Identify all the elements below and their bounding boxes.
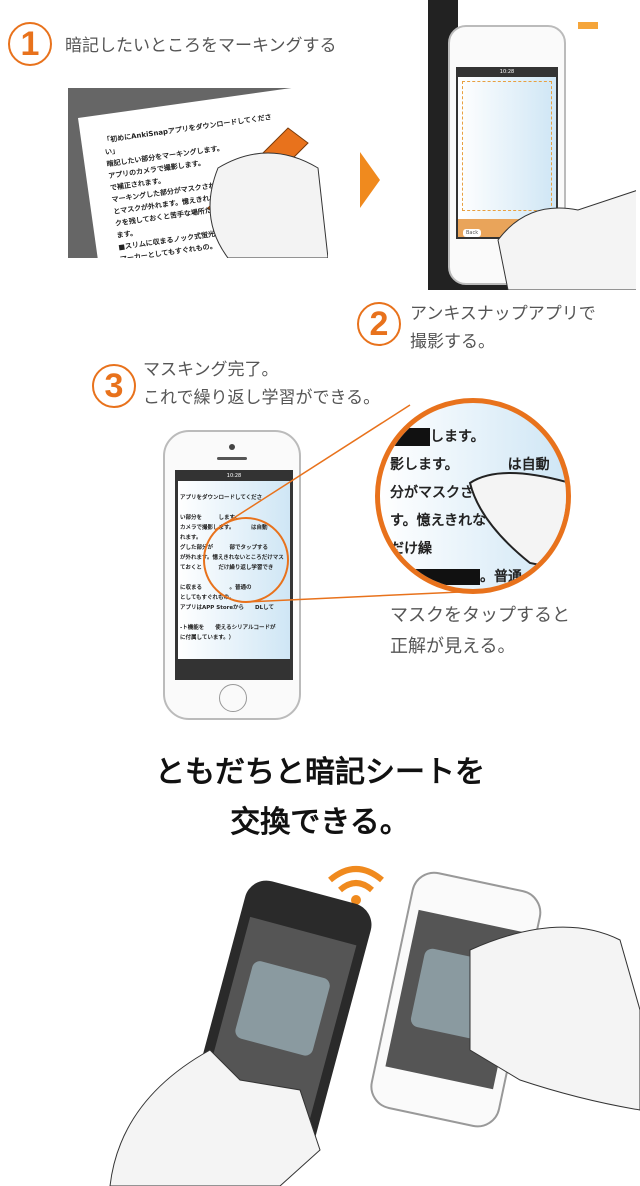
step-1-label: 暗記したいところをマーキングする [65, 36, 337, 56]
finger-icon [468, 472, 566, 572]
step-3-number: 3 [92, 364, 136, 408]
hand-with-marker-icon [207, 127, 328, 258]
screen-line: アプリをダウンロードしてくださ [180, 495, 263, 501]
phone-exchange-illustration [109, 866, 640, 1186]
screen-line: -ト機能を 使えるシリアルコードが [180, 625, 276, 631]
step-2-label: アンキスナップアプリで 撮影する。 [410, 300, 596, 356]
headline: ともだちと暗記シートを 交換できる。 [0, 748, 640, 848]
step-3-label: マスキング完了。 これで繰り返し学習ができる。 [143, 356, 380, 412]
caption-line: マスクをタップすると [390, 605, 570, 626]
status-bar-time: 10:28 [458, 69, 556, 77]
back-button[interactable]: Back [463, 229, 482, 237]
screen-line: グした部分が 部でタップする [180, 545, 269, 551]
step-3-line: マスキング完了。 [143, 360, 279, 380]
screen-line: アプリはAPP Storeから DLして [180, 605, 274, 611]
step-2-number: 2 [357, 302, 401, 346]
hand-icon [497, 190, 636, 290]
screen-line: に収まる 。普通の [180, 585, 252, 591]
headline-line: 交換できる。 [230, 805, 410, 840]
step-3-line: これで繰り返し学習ができる。 [143, 388, 381, 408]
tap-caption: マスクをタップすると 正解が見える。 [390, 600, 570, 662]
zoom-line: 分がマスクさ [390, 485, 474, 501]
caption-line: 正解が見える。 [390, 636, 516, 657]
step-1-number: 1 [8, 22, 52, 66]
screen-line: としてもすぐれもの。 [180, 595, 235, 601]
headline-line: ともだちと暗記シートを [155, 755, 485, 790]
screen-line: ておくと だけ繰り返し学習でき [180, 565, 274, 571]
arrow-right-icon [360, 152, 380, 208]
step-2-line: 撮影する。 [410, 332, 495, 352]
screen-line: が外れます。憶えきれないところだけマス [180, 555, 284, 561]
screen-line: に付属しています。） [180, 635, 235, 641]
paper-marking-illustration: 「初めにAnkiSnapアプリをダウンロードしてくださ い」 暗記したい部分をマ… [68, 88, 328, 258]
zoom-line: す。憶えきれな [390, 513, 487, 529]
wifi-icon [328, 866, 384, 905]
zoom-line: 影します。 は自動 [390, 457, 550, 473]
screen-line: い部分を します。 [180, 515, 240, 521]
zoom-line: だけ繰 [390, 541, 432, 557]
screen-line: カメラで撮影します。 は自動 [180, 525, 268, 531]
home-button[interactable] [219, 684, 247, 712]
masked-phone: 10:28 アプリをダウンロードしてくださ い部分を します。 カメラで撮影しま… [163, 430, 301, 720]
zoom-line: します。 [430, 429, 485, 445]
step-2-line: アンキスナップアプリで [410, 304, 596, 324]
screen-line: れます。 [180, 535, 202, 541]
zoom-magnifier: します。 影します。 は自動 分がマスクさ す。憶えきれな だけ繰 。普通 [375, 398, 571, 594]
status-bar-time: 10:28 [178, 473, 290, 481]
camera-phone-illustration: 10:28 Back [428, 0, 636, 290]
